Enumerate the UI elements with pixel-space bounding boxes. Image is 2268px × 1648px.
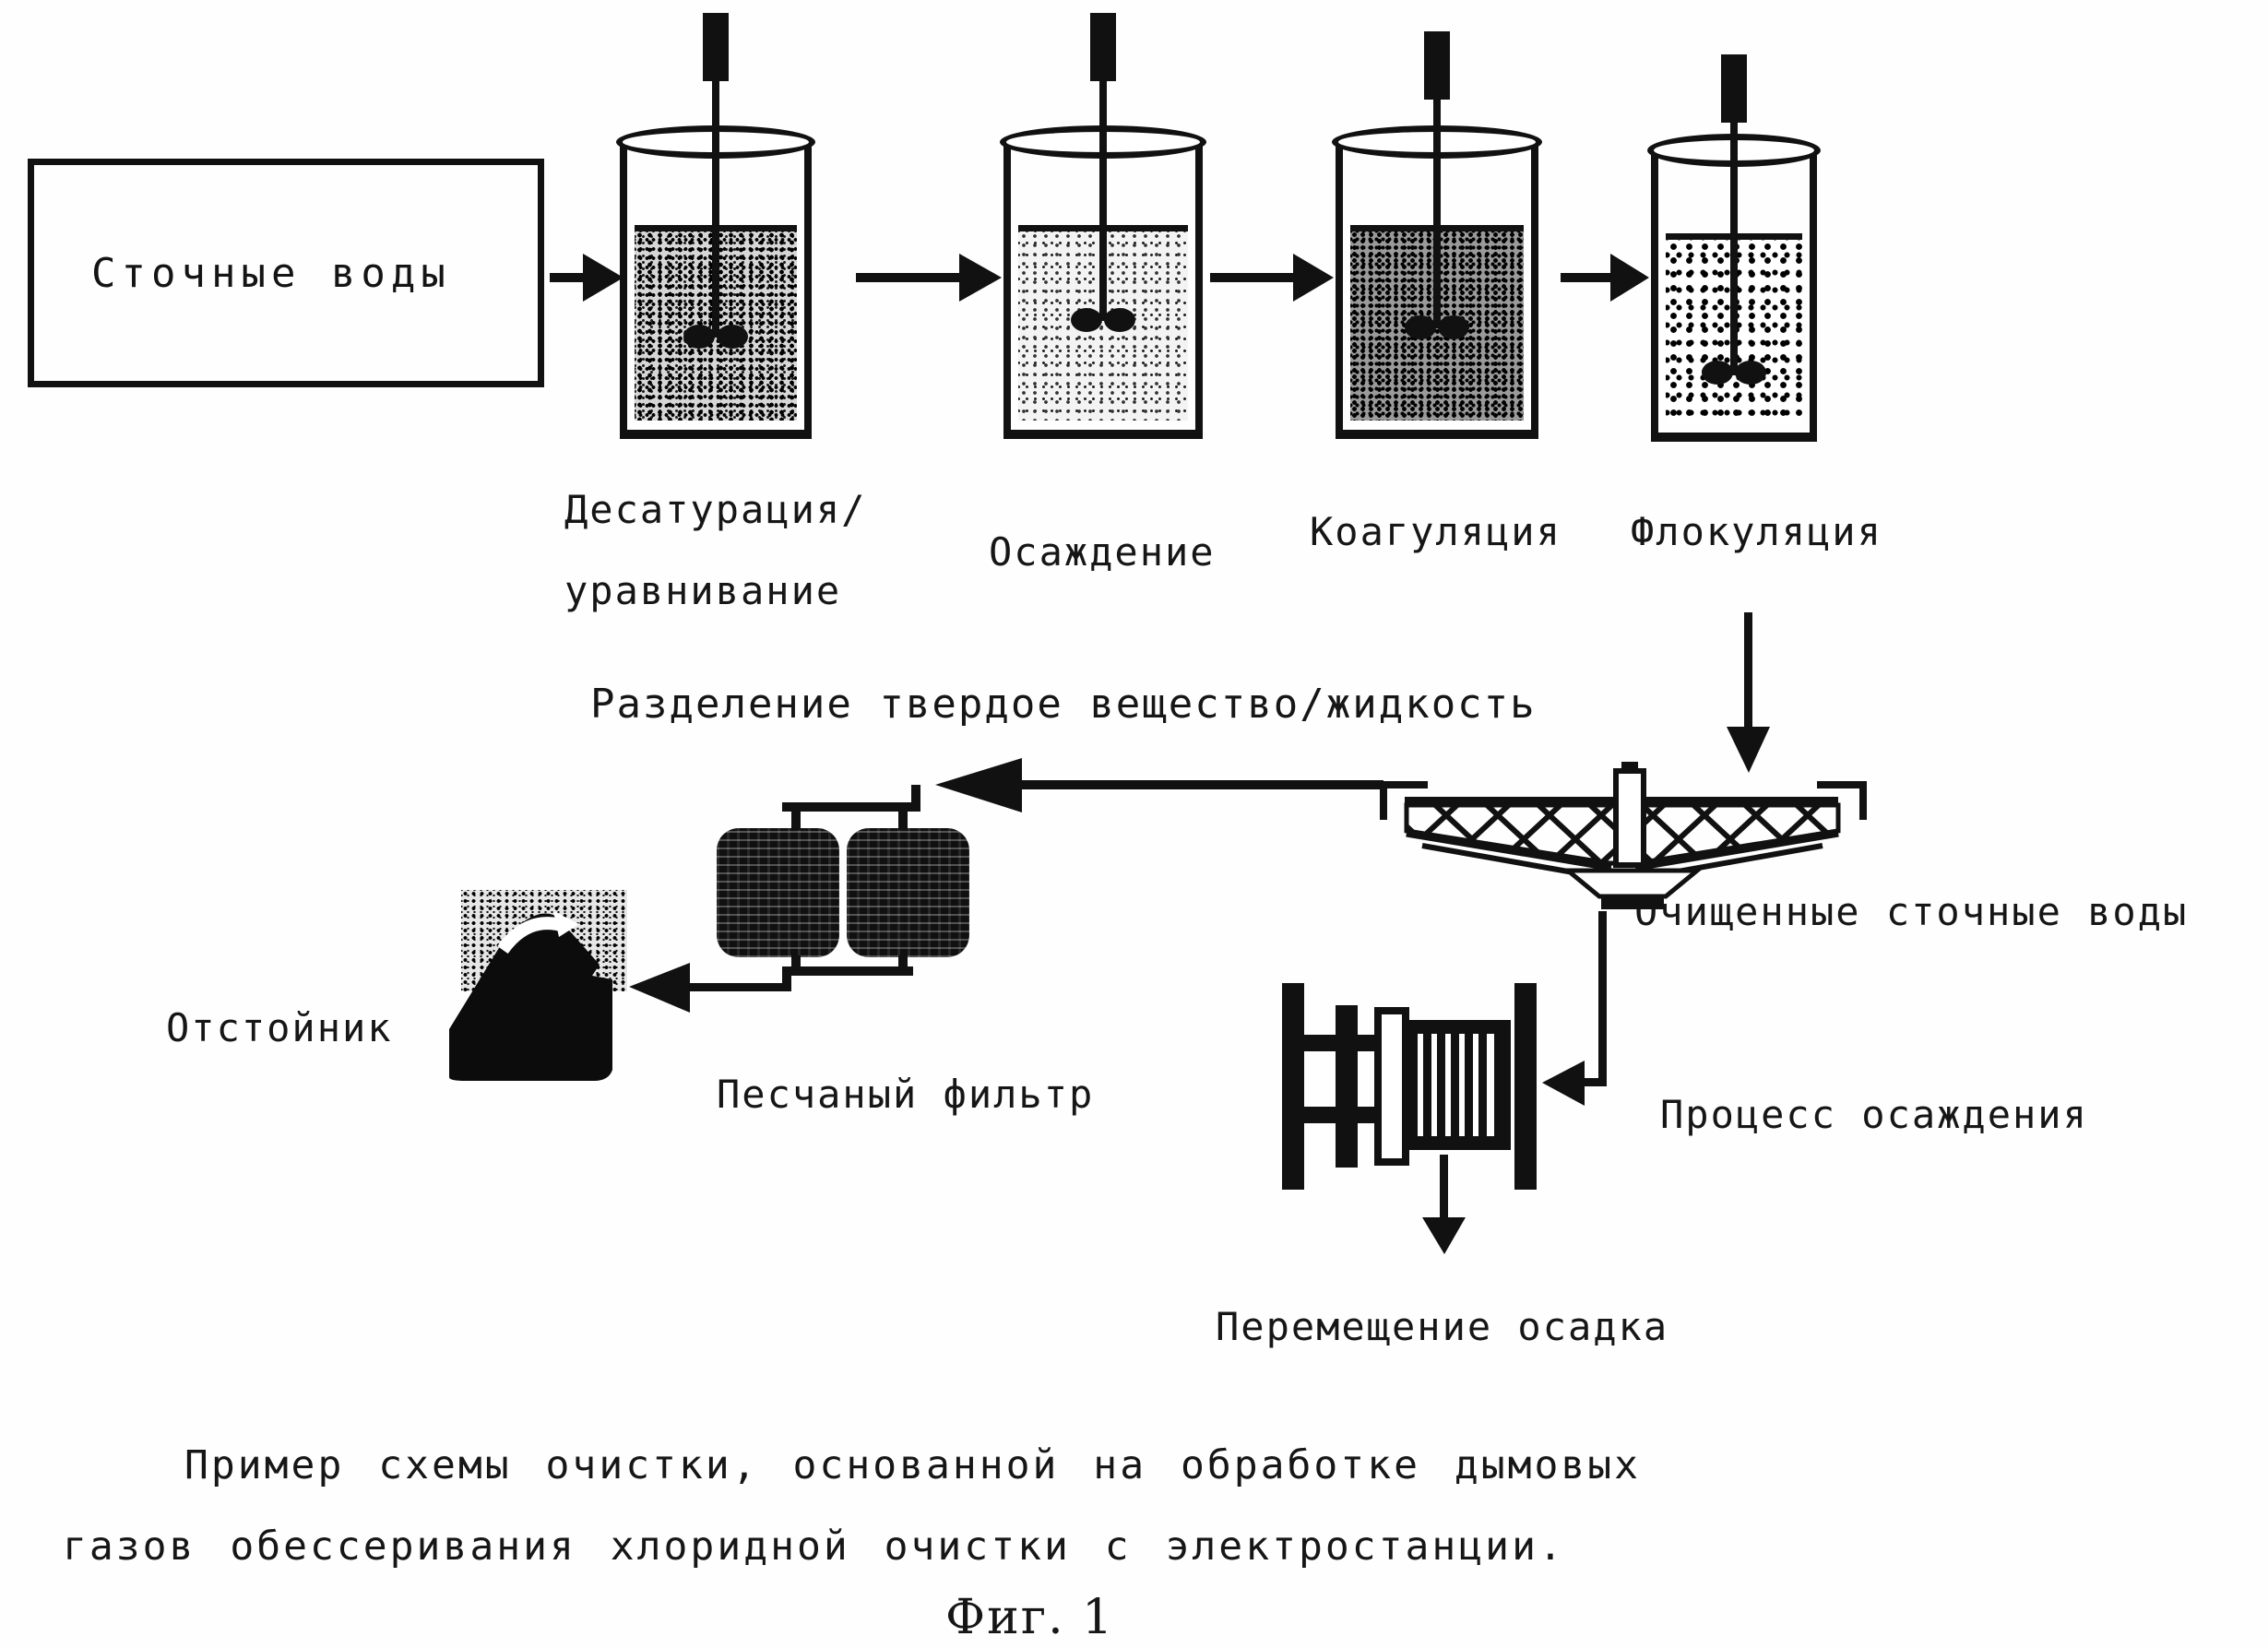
tank-precipitation xyxy=(1000,13,1206,439)
tank-coagulation xyxy=(1332,31,1542,439)
tank-flocculation xyxy=(1647,54,1821,442)
stirrer-paddle-left xyxy=(1071,308,1102,332)
clarifier xyxy=(1380,762,1867,909)
tank-desaturation xyxy=(616,13,815,439)
press-rod-bottom xyxy=(1304,1107,1382,1123)
press-right-endplate xyxy=(1514,983,1537,1190)
stirrer-paddle-left xyxy=(1405,315,1436,339)
stirrer-motor-icon xyxy=(1090,13,1116,81)
stirrer-paddle-right xyxy=(1104,308,1135,332)
settling-tank-container xyxy=(461,890,627,991)
stirrer-paddle-right xyxy=(1438,315,1469,339)
stirrer-paddle-right xyxy=(717,325,748,349)
press-moving-plate xyxy=(1374,1007,1409,1166)
label-solid-liquid-separation: Разделение твердое вещество/жидкость xyxy=(590,681,1537,728)
clarifier-center-post xyxy=(1613,768,1646,868)
stirrer-rod xyxy=(1730,121,1738,375)
stirrer-motor-icon xyxy=(1424,31,1450,100)
label-settling-tank: Отстойник xyxy=(166,1005,393,1050)
filter-press xyxy=(1282,983,1537,1190)
press-mid-bar xyxy=(1336,1005,1358,1168)
figure-number: Фиг. 1 xyxy=(945,1590,1115,1645)
flow-arrow-2 xyxy=(856,254,1002,302)
press-stack-right-cap xyxy=(1494,1020,1511,1150)
stirrer-rod xyxy=(1099,79,1107,321)
arrow-flocculation-to-clarifier xyxy=(1727,612,1770,773)
wastewater-source-box: Сточные воды xyxy=(28,159,544,387)
label-clarified-wastewater: Очищенные сточные воды xyxy=(1634,889,2189,934)
stirrer-paddle-right xyxy=(1735,361,1766,385)
label-desaturation-line2: уравнивание xyxy=(564,568,842,613)
label-flocculation: Флокуляция xyxy=(1631,509,1882,554)
stirrer-motor-icon xyxy=(1721,54,1747,123)
wastewater-source-label: Сточные воды xyxy=(91,249,451,297)
label-sludge-transfer: Перемещение осадка xyxy=(1216,1304,1669,1349)
arrow-sand-filter-to-settling-tank xyxy=(629,963,690,1013)
flow-arrow-3 xyxy=(1210,254,1334,302)
arrow-sludge-discharge xyxy=(1422,1155,1466,1254)
press-rod-top xyxy=(1304,1035,1382,1051)
flow-arrow-1 xyxy=(550,254,623,302)
sand-filter-cylinder-right xyxy=(847,828,969,957)
label-sand-filter: Песчаный фильтр xyxy=(717,1072,1095,1117)
clarifier-bottom xyxy=(1406,828,1839,871)
press-stack-top-rail xyxy=(1406,1020,1511,1034)
clarifier-right-bracket xyxy=(1817,781,1867,820)
arrow-clarifier-to-sand-filter xyxy=(935,758,1383,812)
label-precipitation-process: Процесс осаждения xyxy=(1660,1092,2088,1137)
press-stack-bottom-rail xyxy=(1406,1136,1511,1150)
stirrer-rod xyxy=(1433,98,1441,328)
clarifier-lattice xyxy=(1404,802,1841,866)
label-desaturation-line1: Десатурация/ xyxy=(564,487,867,532)
clarifier-bottom-inner xyxy=(1421,843,1823,881)
clarifier-post-cap xyxy=(1621,762,1638,773)
stirrer-paddle-left xyxy=(1702,361,1733,385)
stirrer-paddle-left xyxy=(683,325,715,349)
stirrer-rod xyxy=(712,79,719,338)
sand-filter-cylinder-left xyxy=(717,828,839,957)
clarifier-rim xyxy=(1405,797,1838,805)
flow-arrow-4 xyxy=(1561,254,1649,302)
label-coagulation: Коагуляция xyxy=(1310,509,1561,554)
label-precipitation: Осаждение xyxy=(989,529,1216,575)
line-clarifier-to-press xyxy=(1542,911,1607,1106)
press-left-endplate xyxy=(1282,983,1304,1190)
caption-line1: Пример схемы очистки, основанной на обра… xyxy=(184,1442,1642,1488)
stirrer-motor-icon xyxy=(703,13,729,81)
clarifier-left-bracket xyxy=(1380,781,1428,820)
caption-line2: газов обессеривания хлоридной очистки с … xyxy=(63,1524,1565,1570)
